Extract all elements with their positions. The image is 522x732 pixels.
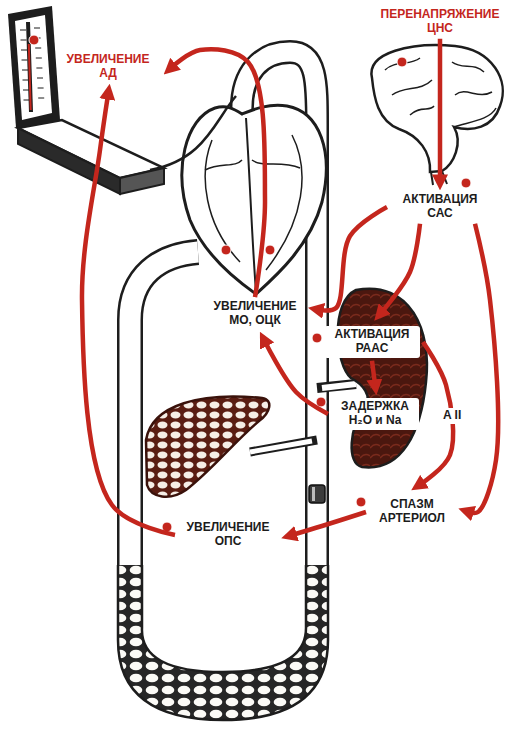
concept-label: АКТИВАЦИЯ РААС	[324, 326, 420, 358]
causal-arrow	[292, 512, 366, 535]
causal-arrow	[438, 39, 443, 179]
capillary-network	[118, 565, 328, 720]
concept-text: СПАЗМ АРТЕРИОЛ	[369, 498, 455, 526]
causal-arrow	[172, 49, 265, 297]
renal-artery-lumen	[322, 384, 356, 388]
capillary-bed	[118, 565, 328, 720]
causal-arrow	[265, 342, 328, 414]
causal-arrow	[82, 95, 175, 535]
capillary-outer-wall	[118, 565, 328, 720]
case-side	[18, 128, 120, 194]
capillary-inner-wall	[142, 565, 306, 672]
edge-label: A II	[440, 408, 464, 424]
mercury-column	[29, 44, 31, 110]
brain	[371, 45, 502, 185]
concept-label: УВЕЛИЧЕНИЕ ОПС	[178, 521, 278, 549]
hepatic-artery-wall	[250, 440, 317, 452]
ventricle-wall	[205, 140, 240, 262]
renal-artery-wall	[317, 384, 356, 388]
hepatic-artery-lumen	[250, 441, 312, 452]
heart-valves	[205, 160, 300, 170]
clip-body	[309, 485, 325, 503]
scale-plate	[15, 15, 52, 120]
cuff-tube	[150, 96, 236, 170]
marker-dot	[356, 497, 366, 507]
causal-arrow	[319, 207, 387, 311]
liver	[146, 397, 269, 497]
marker-dot	[29, 35, 39, 45]
concept-label: ПЕРЕНАПРЯЖЕНИЕ ЦНС	[370, 8, 510, 36]
case-front	[120, 168, 164, 194]
marker-dot	[461, 178, 471, 188]
causal-arrow	[469, 224, 498, 513]
marker-dot	[265, 245, 275, 255]
heart-outline	[182, 105, 326, 294]
heart	[182, 105, 326, 294]
causal-arrow	[372, 361, 375, 384]
case-lid	[8, 6, 60, 128]
concept-text: УВЕЛИЧЕНИЕ ОПС	[178, 521, 278, 549]
concept-label: ЗАДЕРЖКА H₂O и Na	[331, 398, 419, 430]
concept-text: АКТИВАЦИЯ РААС	[327, 328, 417, 356]
marker-dot	[312, 333, 322, 343]
brain-outline	[371, 45, 502, 172]
kidney	[338, 289, 427, 468]
marker-dot	[221, 245, 231, 255]
heart-septum	[246, 118, 256, 292]
sphygmomanometer	[8, 6, 236, 194]
marker-dot	[397, 57, 407, 67]
concept-text: УВЕЛИЧЕНИЕ МО, ОЦК	[205, 300, 305, 328]
ventricle-wall	[266, 135, 302, 270]
concept-text: УВЕЛИЧЕНИЕ АД	[58, 53, 158, 81]
causal-arrow	[382, 224, 420, 312]
mercury-tube	[28, 22, 31, 112]
clip-highlight	[312, 487, 315, 501]
connectors	[82, 39, 498, 535]
concept-label: УВЕЛИЧЕНИЕ АД	[58, 53, 158, 81]
concept-label: СПАЗМ АРТЕРИОЛ	[369, 498, 455, 526]
concept-text: ПЕРЕНАПРЯЖЕНИЕ ЦНС	[370, 8, 510, 36]
concept-label: УВЕЛИЧЕНИЕ МО, ОЦК	[205, 300, 305, 328]
concept-text: ЗАДЕРЖКА H₂O и Na	[334, 400, 416, 428]
concept-text: АКТИВАЦИЯ САС	[390, 193, 490, 221]
concept-label: АКТИВАЦИЯ САС	[390, 193, 490, 221]
arteriole-clip	[309, 485, 325, 503]
